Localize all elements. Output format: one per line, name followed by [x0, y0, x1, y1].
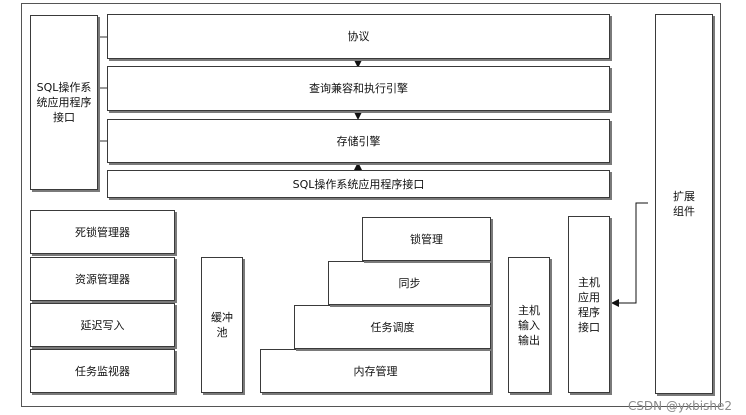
protocol-label: 协议: [347, 30, 370, 43]
lock-management-label: 锁管理: [410, 232, 443, 246]
sql-os-api-left-label: SQL操作系统应用程序接口: [36, 81, 92, 124]
host-api-label: 主机应用程序接口: [578, 275, 600, 334]
lazy-writer-label: 延迟写入: [80, 318, 125, 332]
extension-label: 扩展组件: [673, 190, 695, 218]
sync-box: 同步: [328, 261, 491, 305]
query-engine-label: 查询兼容和执行引擎: [309, 82, 408, 95]
query-engine-box: 查询兼容和执行引擎: [107, 66, 610, 111]
task-scheduling-label: 任务调度: [370, 320, 415, 334]
task-monitor-label: 任务监视器: [75, 364, 130, 378]
protocol-box: 协议: [107, 14, 610, 59]
task-scheduling-box: 任务调度: [294, 305, 491, 349]
csdn-watermark: CSDN @yxbishe2: [627, 399, 732, 413]
sql-os-api-bottom-label: SQL操作系统应用程序接口: [292, 177, 425, 191]
resource-manager-box: 资源管理器: [30, 257, 175, 301]
deadlock-manager-box: 死锁管理器: [30, 210, 175, 254]
resource-manager-label: 资源管理器: [75, 272, 130, 286]
storage-engine-label: 存储引擎: [336, 134, 381, 148]
diagram-frame: [21, 3, 721, 407]
sync-label: 同步: [398, 276, 421, 290]
lock-management-box: 锁管理: [362, 217, 491, 261]
buffer-pool-label: 缓冲池: [211, 311, 233, 339]
memory-management-label: 内存管理: [353, 364, 398, 378]
deadlock-manager-label: 死锁管理器: [75, 225, 130, 239]
memory-management-box: 内存管理: [260, 349, 491, 393]
storage-engine-box: 存储引擎: [107, 119, 610, 163]
host-io-label: 主机输入输出: [518, 303, 540, 347]
arrow-extension-to-hostapi: [611, 202, 648, 307]
buffer-pool-box: 缓冲池: [201, 257, 243, 393]
host-io-box: 主机输入输出: [508, 257, 550, 393]
lazy-writer-box: 延迟写入: [30, 303, 175, 347]
sql-os-api-bottom-box: SQL操作系统应用程序接口: [107, 170, 610, 198]
host-api-box: 主机应用程序接口: [568, 216, 610, 393]
sql-os-api-left-box: SQL操作系统应用程序接口: [30, 15, 98, 190]
task-monitor-box: 任务监视器: [30, 349, 175, 393]
extension-box: 扩展组件: [655, 14, 713, 394]
